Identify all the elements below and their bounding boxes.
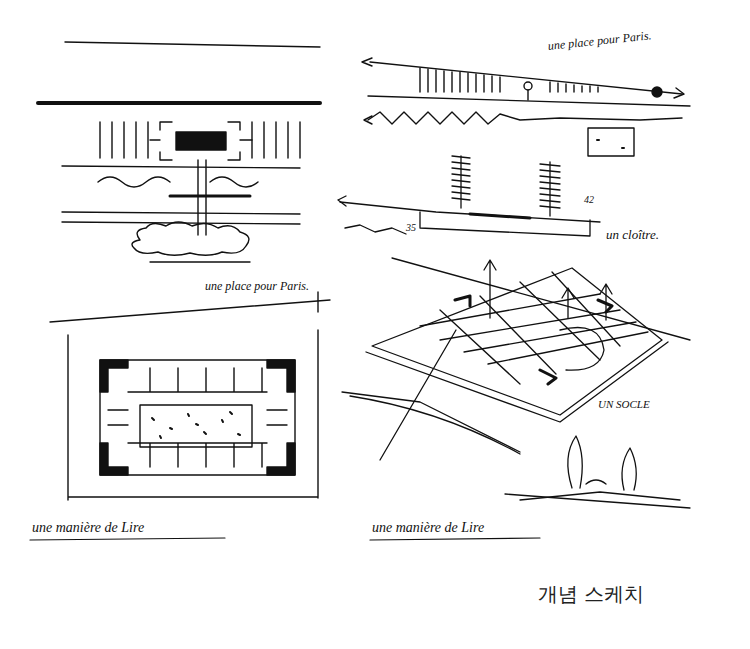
axis-section [420,68,598,92]
plan-sketch [170,195,250,198]
axis-section [597,140,624,148]
plan-sketch [62,166,300,168]
plinth-perspective [372,268,662,415]
axis-section [588,128,634,156]
note-text: UN SOCLE [598,398,650,410]
underline [30,538,225,540]
plan-sketch [38,42,320,262]
axis-section [364,116,372,124]
axis-section [362,58,372,66]
plinth-perspective [505,494,690,508]
towers-elevation [460,156,461,208]
towers-elevation [470,214,530,218]
note-text: une place pour Paris. [547,29,652,53]
cloister-plan [50,300,330,322]
cloister-plan [317,292,318,312]
towers-elevation [338,156,600,236]
underline [30,538,540,540]
plinth-perspective [568,436,582,488]
towers-elevation [549,162,550,216]
cloister-plan [100,360,295,475]
axis-section [370,62,682,94]
plinth-perspective [420,294,648,364]
plan-sketch [160,122,240,160]
plinth-perspective [520,492,680,500]
plinth-perspective [440,272,620,384]
cloister-plan [100,443,128,475]
axis-section [362,58,690,156]
cloister-plan [140,405,252,447]
caption: 개념 스케치 [538,583,644,605]
plan-sketch [38,101,320,105]
plan-sketch [150,261,250,262]
cloister-plan [267,360,295,392]
note-text: un cloître. [606,228,659,242]
plinth-perspective [562,288,574,318]
towers-elevation [420,212,590,236]
axis-section [652,87,662,97]
cloister-plan [100,360,128,392]
axis-section [524,82,532,90]
plinth-perspective [600,284,612,320]
dimension: 35 [406,222,416,233]
towers-elevation [345,225,406,234]
plan-sketch [65,42,320,47]
plan-sketch [132,222,249,255]
plan-sketch [98,177,258,187]
cloister-plan [152,412,240,438]
note-text: une manière de Lire [32,520,144,535]
plinth-perspective [560,328,604,371]
plinth-perspective [380,330,456,460]
dimension: 42 [584,194,594,205]
cloister-plan [50,292,330,500]
cloister-plan [108,368,287,467]
axis-section [674,88,684,98]
cloister-plan [68,330,318,500]
axis-section [527,90,528,100]
plan-sketch [150,139,252,140]
towers-elevation [338,196,346,206]
plan-sketch [100,122,300,158]
cloister-plan [267,443,295,475]
axis-section [368,96,690,106]
plinth-perspective [455,296,612,384]
plinth-perspective [622,448,636,490]
plinth-perspective [484,260,496,318]
plinth-perspective [586,480,606,484]
plinth-perspective [342,258,690,508]
plinth-perspective [350,396,520,454]
axis-section [368,112,682,124]
note-text: une manière de Lire [372,520,484,535]
underline [370,538,540,540]
plinth-perspective [392,258,690,340]
plan-sketch [176,132,226,150]
towers-elevation [340,202,600,222]
plinth-perspective [342,392,520,452]
note-text: une place pour Paris. [205,280,309,293]
